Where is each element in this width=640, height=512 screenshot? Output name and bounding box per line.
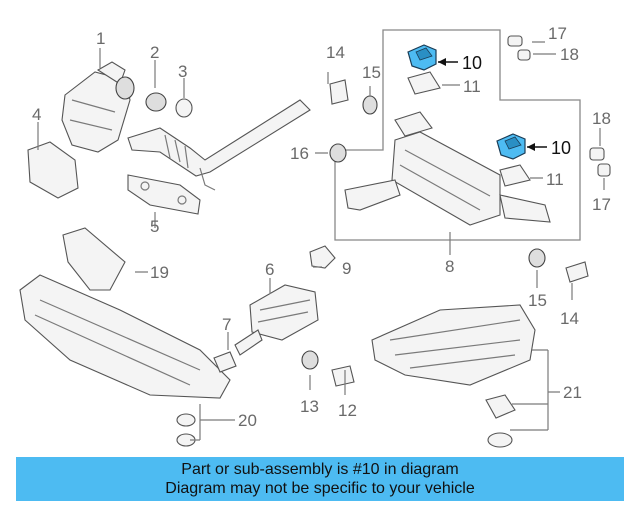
callout-3: 3 [178, 62, 187, 81]
callout-18-upper: 18 [560, 45, 579, 64]
banner-line-part: Part or sub-assembly is #10 in diagram [181, 461, 459, 478]
callout-16: 16 [290, 144, 309, 163]
callout-11-upper: 11 [463, 77, 481, 96]
callout-15-lower: 15 [528, 291, 547, 310]
callout-11-lower: 11 [546, 170, 564, 189]
bracket-4-icon [27, 141, 79, 199]
gasket-5-icon [127, 174, 201, 215]
callout-20: 20 [238, 411, 257, 430]
bracket-12-icon [331, 365, 355, 387]
callout-21: 21 [563, 383, 582, 402]
clamp-18b-icon [589, 147, 605, 161]
callout-7: 7 [222, 315, 231, 334]
washer-21-icon [487, 432, 513, 448]
seal-ring-icon [175, 98, 193, 118]
hanger-11-upper-icon [407, 71, 441, 95]
bracket-14-upper-icon [329, 79, 349, 105]
callout-17-upper: 17 [548, 24, 567, 43]
callout-17-lower: 17 [592, 195, 611, 214]
banner-line-disclaimer: Diagram may not be specific to your vehi… [165, 480, 475, 497]
clamp-17-icon [507, 35, 523, 47]
catalytic-converter [61, 61, 135, 153]
isolator-15-lower-icon [528, 248, 546, 268]
clamp-18-icon [517, 49, 531, 61]
center-muffler [234, 284, 319, 356]
assembly-8-outline [334, 29, 581, 241]
callout-10-lower: 10 [551, 138, 571, 158]
callout-10-upper: 10 [462, 53, 482, 73]
washer-20a-icon [176, 413, 196, 427]
bracket-14-lower-icon [565, 261, 589, 283]
callout-15-upper: 15 [362, 63, 381, 82]
clamp-17b-icon [597, 163, 611, 177]
callout-12: 12 [338, 401, 357, 420]
isolator-16-icon [329, 143, 347, 163]
exhaust-diagram: 1 2 3 4 5 6 7 8 9 10 10 11 11 12 13 14 1… [19, 24, 611, 448]
leaders [37, 41, 605, 441]
callout-6: 6 [265, 260, 274, 279]
part-info-banner: Part or sub-assembly is #10 in diagram D… [16, 457, 624, 501]
hanger-11-lower-icon [499, 164, 531, 187]
clamp-icon [145, 92, 167, 112]
heat-shield-19-icon [62, 227, 126, 291]
callout-8: 8 [445, 257, 454, 276]
callout-18-lower: 18 [592, 109, 611, 128]
callout-9: 9 [342, 259, 351, 278]
heat-shield-21-icon [371, 304, 536, 386]
callout-19: 19 [150, 263, 169, 282]
clamp-7-icon [213, 351, 237, 373]
callout-1: 1 [96, 29, 105, 48]
callout-14-lower: 14 [560, 309, 579, 328]
callout-5: 5 [150, 217, 159, 236]
isolator-13-icon [301, 350, 319, 370]
clamp-9-icon [309, 245, 336, 269]
callout-13: 13 [300, 397, 319, 416]
isolator-15-upper-icon [362, 95, 378, 115]
callout-2: 2 [150, 43, 159, 62]
shield-21b-icon [485, 394, 516, 419]
rear-muffler [344, 111, 551, 226]
heat-shield-20-icon [19, 274, 231, 399]
part-10-lower-highlight [496, 133, 526, 160]
front-pipe [127, 99, 311, 191]
callout-14-upper: 14 [326, 43, 345, 62]
callout-4: 4 [32, 105, 41, 124]
part-10-upper-highlight [407, 44, 437, 71]
